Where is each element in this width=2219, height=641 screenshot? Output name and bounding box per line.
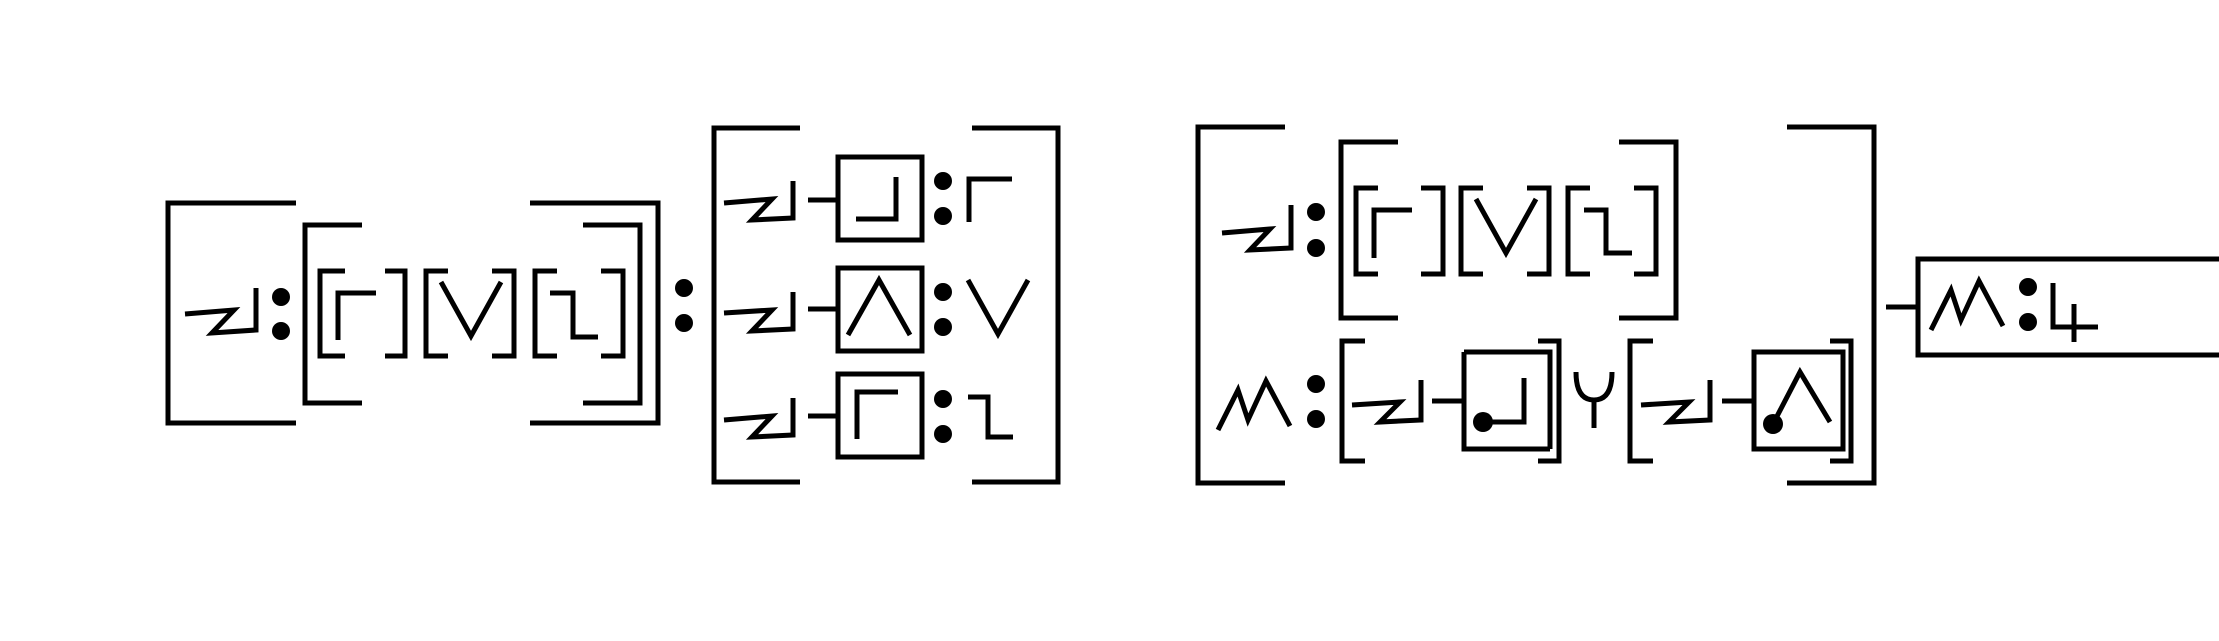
wedge-arrow-icon xyxy=(723,181,796,223)
element-vee-icon xyxy=(1458,185,1552,277)
wedge-arrow-icon xyxy=(184,288,259,336)
right-array-bracket-close xyxy=(1619,139,1679,321)
middle-row-3 xyxy=(723,371,1013,460)
left-array-bracket-open xyxy=(302,222,362,406)
fork-icon xyxy=(1573,371,1615,428)
middle-results-group xyxy=(711,125,1061,485)
zigzag-icon xyxy=(1928,275,2006,332)
colon-icon xyxy=(934,390,952,443)
colon-icon xyxy=(272,288,290,340)
result-box xyxy=(1915,256,2219,358)
right-row-1 xyxy=(1221,139,1679,321)
left-outer-bracket-open xyxy=(165,200,296,426)
element-step-down-icon xyxy=(1565,185,1659,277)
wedge-arrow-icon xyxy=(1351,380,1424,425)
element-corner-top-left-icon xyxy=(1353,185,1446,277)
colon-icon xyxy=(934,172,952,225)
middle-bracket-open xyxy=(711,125,800,485)
left-outer-bracket-close xyxy=(530,200,661,426)
wedge-arrow-icon xyxy=(1221,205,1294,253)
result-box-frame xyxy=(1915,256,2219,358)
output-corner-top-left-icon xyxy=(966,176,1012,222)
colon-icon xyxy=(934,283,952,336)
left-map-group xyxy=(165,200,661,426)
right-outer-bracket-close xyxy=(1787,124,1877,486)
apply-bracket-open xyxy=(1627,338,1653,464)
corner-bottom-right-glyph xyxy=(856,177,899,222)
colon-icon xyxy=(1307,203,1325,257)
box-corner-top-left-icon xyxy=(835,371,925,460)
middle-row-2 xyxy=(723,265,1031,354)
right-map-group xyxy=(1195,124,1877,486)
element-vee-icon xyxy=(423,268,517,359)
apply-bracket-close xyxy=(1830,338,1854,464)
output-vee-icon xyxy=(965,278,1031,340)
box-corner-bottom-right-icon xyxy=(835,154,925,243)
right-array-bracket-open xyxy=(1338,139,1398,321)
left-array-bracket-close xyxy=(583,222,643,406)
wedge-arrow-icon xyxy=(1640,380,1713,425)
colon-icon xyxy=(2019,278,2037,331)
corner-with-dot-icon xyxy=(1461,349,1553,452)
corner-top-left-glyph xyxy=(854,389,898,439)
middle-row-1 xyxy=(723,154,1012,243)
wedge-up-glyph xyxy=(845,274,913,337)
middle-bracket-close xyxy=(972,125,1061,485)
element-corner-top-left-icon xyxy=(317,268,408,359)
apply-bracket-open xyxy=(1339,338,1365,464)
apply-bracket-close xyxy=(1538,338,1562,464)
colon-icon xyxy=(675,279,693,332)
zigzag-icon xyxy=(1215,375,1293,432)
right-row-2 xyxy=(1215,338,1854,464)
element-step-down-icon xyxy=(532,268,626,359)
hook-plus-icon xyxy=(2050,283,2098,342)
colon-icon xyxy=(1307,375,1325,428)
wedge-arrow-icon xyxy=(723,398,796,440)
right-outer-bracket-open xyxy=(1195,124,1285,486)
output-step-down-icon xyxy=(968,394,1013,440)
wedge-arrow-icon xyxy=(723,292,796,334)
box-wedge-up-icon xyxy=(835,265,925,354)
wedge-with-dot-icon xyxy=(1751,349,1846,452)
